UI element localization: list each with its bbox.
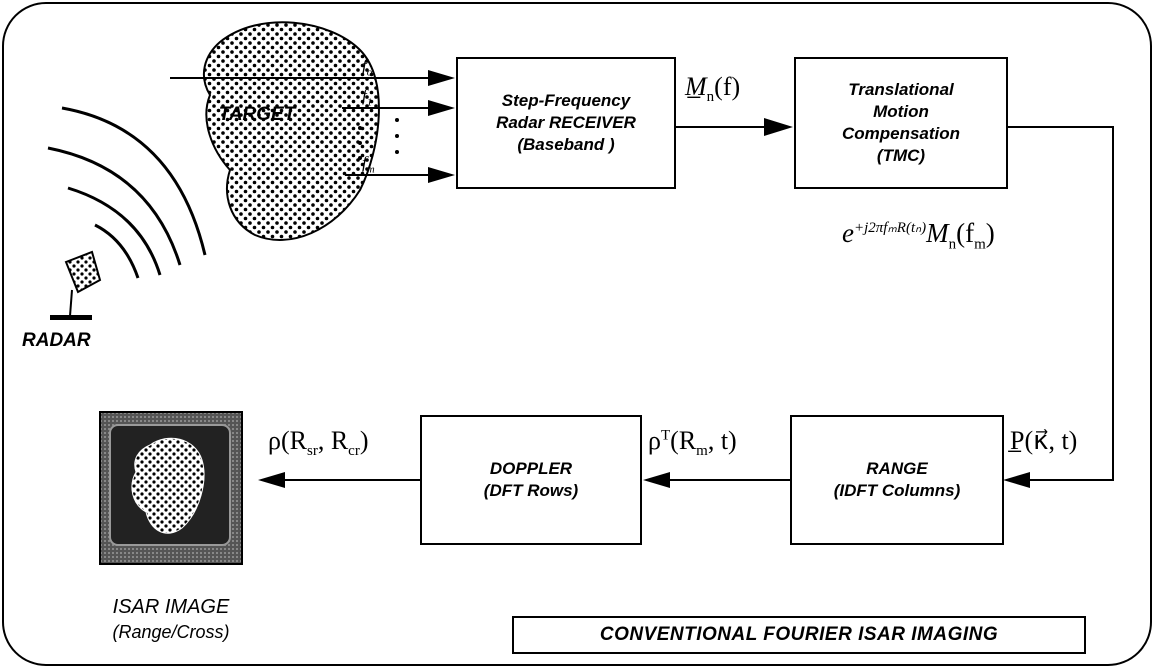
radar-label: RADAR bbox=[22, 330, 122, 352]
tmc-box: Translational Motion Compensation (TMC) bbox=[794, 57, 1008, 189]
radar-wave-3 bbox=[48, 148, 180, 265]
range-line1: RANGE bbox=[834, 458, 961, 480]
tmc-line4: (TMC) bbox=[842, 145, 960, 167]
receiver-line1: Step-Frequency bbox=[496, 90, 636, 112]
freq-label-fm: fm bbox=[362, 153, 375, 175]
receiver-box: Step-Frequency Radar RECEIVER (Baseband … bbox=[456, 57, 676, 189]
range-box: RANGE (IDFT Columns) bbox=[790, 415, 1004, 545]
target-label: TARGET bbox=[212, 104, 302, 126]
arrow-range-doppler bbox=[643, 472, 670, 488]
target-blob bbox=[204, 22, 379, 240]
tmc-line3: Compensation bbox=[842, 123, 960, 145]
tmc-line1: Translational bbox=[842, 79, 960, 101]
doppler-line1: DOPPLER bbox=[484, 458, 578, 480]
arrow-doppler-image bbox=[258, 472, 285, 488]
tmc-line2: Motion bbox=[842, 101, 960, 123]
tmc-output-label: e+j2πfₘR(tₙ)Mn(fm) bbox=[842, 218, 995, 253]
arrow-fm bbox=[428, 167, 455, 183]
radar-wave-4 bbox=[62, 108, 205, 255]
arrow-f1 bbox=[428, 100, 455, 116]
diagram-title-text: CONVENTIONAL FOURIER ISAR IMAGING bbox=[600, 624, 998, 646]
freq-label-f0: fo bbox=[362, 56, 372, 78]
doppler-line2: (DFT Rows) bbox=[484, 480, 578, 502]
radar-wave-1 bbox=[95, 225, 138, 278]
range-line2: (IDFT Columns) bbox=[834, 480, 961, 502]
doppler-box: DOPPLER (DFT Rows) bbox=[420, 415, 642, 545]
radar-antenna-icon bbox=[50, 252, 100, 320]
rho-image-label: ρ(Rsr, Rcr) bbox=[268, 426, 369, 460]
receiver-line2: Radar RECEIVER bbox=[496, 112, 636, 134]
freq-label-f1: f1 bbox=[362, 86, 372, 108]
diagram-title: CONVENTIONAL FOURIER ISAR IMAGING bbox=[512, 616, 1086, 654]
p-kappa-label: P̲(κ⃗, t) bbox=[1010, 426, 1077, 456]
rho-t-label: ρT(Rm, t) bbox=[648, 426, 737, 460]
arrow-f0 bbox=[428, 70, 455, 86]
isar-image-thumbnail bbox=[100, 412, 242, 564]
receiver-line3: (Baseband ) bbox=[496, 134, 636, 156]
mn-f-label: M̲n(f) bbox=[685, 72, 740, 106]
arrow-receiver-tmc bbox=[764, 118, 793, 136]
arrow-to-range bbox=[1003, 472, 1030, 488]
isar-image-sublabel: (Range/Cross) bbox=[88, 622, 254, 643]
isar-image-label: ISAR IMAGE bbox=[88, 596, 254, 619]
